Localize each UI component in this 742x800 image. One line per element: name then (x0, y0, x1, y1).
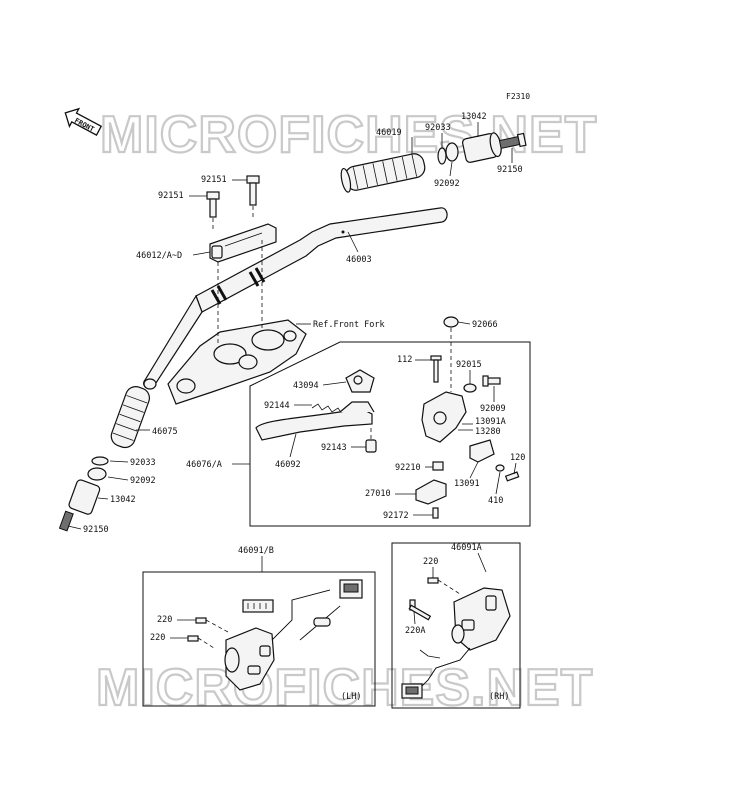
label-13042-bottom: 13042 (110, 495, 136, 505)
bolt-92151-right (246, 175, 260, 206)
label-46076: 46076/A (186, 460, 222, 470)
label-410: 410 (488, 496, 503, 506)
label-92015: 92015 (456, 360, 482, 370)
label-92172: 92172 (383, 511, 409, 521)
label-92151-a: 92151 (201, 175, 227, 185)
label-92009: 92009 (480, 404, 506, 414)
reference-front-fork: Ref.Front Fork (313, 320, 385, 330)
label-220-lh-1: 220 (157, 615, 172, 625)
label-46091B: 46091/B (238, 546, 274, 556)
label-13091: 13091 (454, 479, 480, 489)
label-92092-top: 92092 (434, 179, 460, 189)
label-92150-bottom: 92150 (83, 525, 109, 535)
lh-side-label: (LH) (341, 692, 361, 702)
label-92033-top: 92033 (425, 123, 451, 133)
label-46019: 46019 (376, 128, 402, 138)
label-220A: 220A (405, 626, 425, 636)
rh-switch-box (391, 542, 521, 709)
label-13091A: 13091A (475, 417, 506, 427)
label-220-rh: 220 (423, 557, 438, 567)
watermark-top: MICROFICHES.NET (100, 106, 597, 164)
label-46092: 46092 (275, 460, 301, 470)
bolt-92151-left (206, 191, 220, 218)
label-92092-bottom: 92092 (130, 476, 156, 486)
label-92151-b: 92151 (158, 191, 184, 201)
clutch-lever-box (249, 341, 531, 527)
rh-side-label: (RH) (489, 692, 509, 702)
lh-switch-box (142, 571, 376, 707)
fork-upper-clamp (167, 240, 307, 405)
front-arrow-icon: FRONT (64, 107, 103, 136)
label-27010: 27010 (365, 489, 391, 499)
label-92210: 92210 (395, 463, 421, 473)
label-13280: 13280 (475, 427, 501, 437)
label-43094: 43094 (293, 381, 319, 391)
label-13042-top: 13042 (461, 112, 487, 122)
label-46075: 46075 (152, 427, 178, 437)
left-grip-assembly (58, 386, 151, 532)
rh-switch-housing (401, 577, 511, 699)
label-92144: 92144 (264, 401, 290, 411)
clutch-lever-parts (255, 316, 520, 519)
label-92143: 92143 (321, 443, 347, 453)
handlebar (143, 207, 448, 390)
right-grip-assembly (340, 132, 527, 193)
label-220-lh-2: 220 (150, 633, 165, 643)
label-112: 112 (397, 355, 412, 365)
label-46012: 46012/A~D (136, 251, 182, 261)
handlebar-clamp (209, 223, 277, 263)
lh-switch-housing (187, 579, 363, 691)
label-46003: 46003 (346, 255, 372, 265)
label-92150-top: 92150 (497, 165, 523, 175)
label-120: 120 (510, 453, 525, 463)
label-46091A: 46091A (451, 543, 482, 553)
label-92066: 92066 (472, 320, 498, 330)
label-92033-bottom: 92033 (130, 458, 156, 468)
figure-code: F2310 (506, 92, 530, 101)
